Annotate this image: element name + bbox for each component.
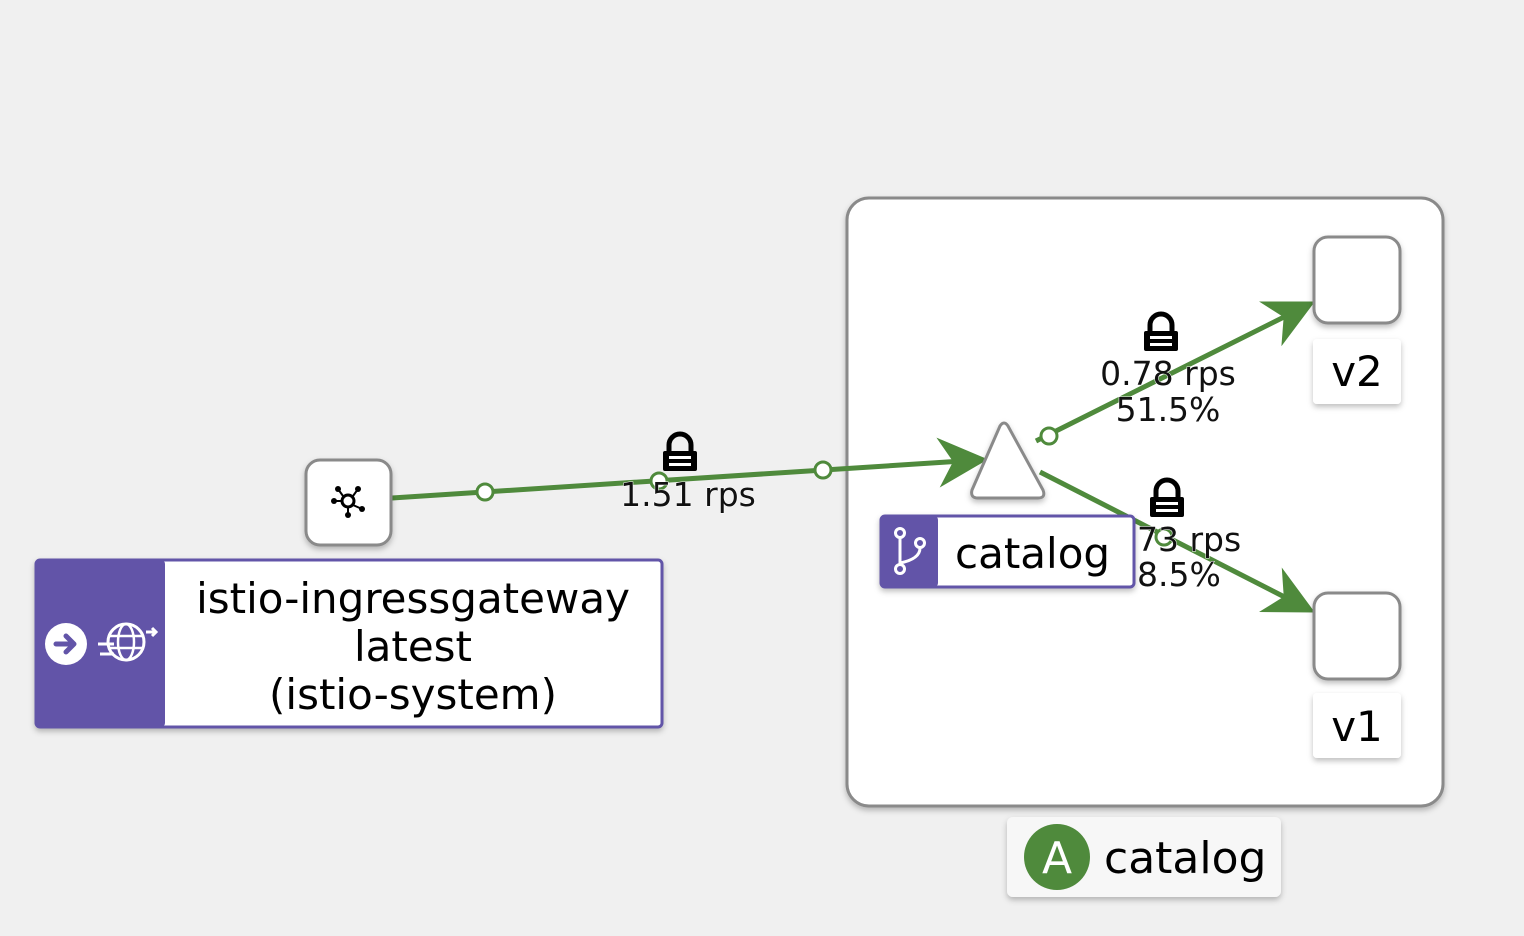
version-label-text: v2 (1331, 347, 1383, 396)
gateway-label[interactable]: istio-ingressgateway latest (istio-syste… (34, 558, 664, 729)
version-label-text: v1 (1331, 702, 1383, 751)
globe-routing-icon (98, 622, 159, 662)
gateway-label-namespace: (istio-system) (269, 670, 557, 719)
edge-rps-label: 1.51 rps (620, 475, 756, 514)
edge-catalog-to-v2[interactable] (1034, 301, 1315, 446)
lock-icon (1144, 311, 1178, 351)
app-box[interactable] (845, 196, 1445, 808)
edge-percent-label: 51.5% (1116, 390, 1221, 429)
gateway-label-name: istio-ingressgateway (196, 574, 630, 623)
edge-percent-label: 8.5% (1137, 555, 1221, 594)
app-box-label[interactable]: A catalog (1007, 817, 1281, 897)
version-node-v2[interactable] (1312, 235, 1402, 325)
virtual-service-branch-icon (894, 527, 926, 575)
version-label-v2[interactable]: v2 (1313, 339, 1401, 404)
arrow-right-circle-icon (45, 623, 87, 665)
service-node[interactable] (970, 421, 1046, 500)
lock-icon (663, 431, 697, 471)
gateway-label-version: latest (354, 622, 472, 671)
lock-icon (1150, 477, 1184, 517)
version-node-v1[interactable] (1312, 591, 1402, 681)
service-label[interactable]: catalog (879, 514, 1136, 589)
mesh-gateway-icon (331, 486, 365, 518)
edge-gateway-to-catalog[interactable] (391, 437, 988, 502)
edge-catalog-to-v1[interactable] (1038, 469, 1315, 613)
edge-label-catalog-v1: 73 rps 8.5% (1137, 477, 1242, 595)
app-box-label-text: catalog (1104, 833, 1266, 884)
edge-label-catalog-v2: 0.78 rps 51.5% (1100, 311, 1236, 430)
app-badge-icon (1024, 824, 1090, 890)
service-label-text: catalog (955, 529, 1110, 578)
app-badge-letter: A (1042, 833, 1072, 884)
gateway-node[interactable] (304, 458, 393, 547)
edge-rps-label: 0.78 rps (1100, 354, 1236, 393)
edge-rps-label: 73 rps (1137, 520, 1241, 559)
edge-label-gateway-catalog: 1.51 rps (620, 431, 756, 515)
version-label-v1[interactable]: v1 (1313, 693, 1401, 758)
